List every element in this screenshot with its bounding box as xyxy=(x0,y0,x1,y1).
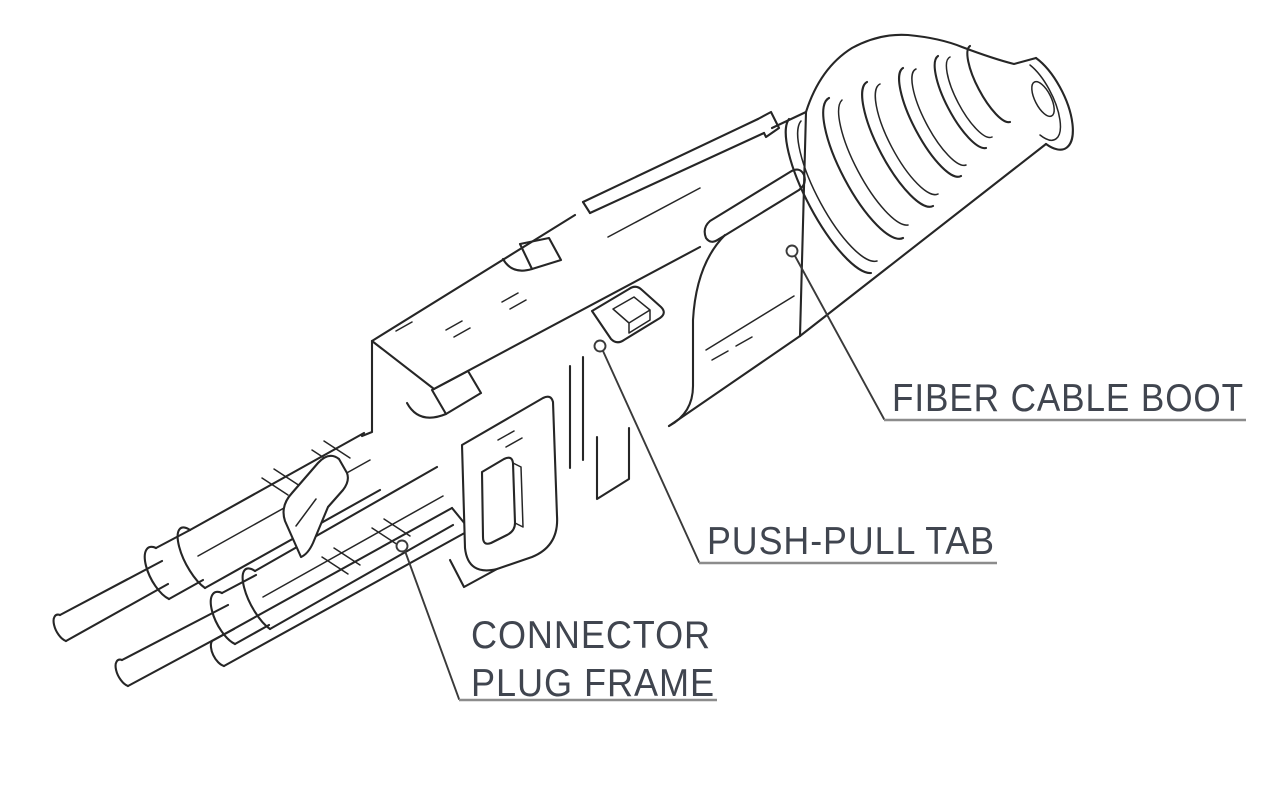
leader-line xyxy=(794,255,885,420)
ferrule-left-collar xyxy=(143,545,171,601)
shell-bottom-edge xyxy=(667,334,802,428)
boot-rib xyxy=(945,56,993,139)
frame-window-slot xyxy=(480,456,517,545)
frame-clip-front-spring xyxy=(405,401,448,419)
hatch-marks xyxy=(711,336,753,361)
boot-rib xyxy=(933,54,988,150)
frame-bottom-join xyxy=(448,558,499,589)
plug-body-lower-crease xyxy=(262,495,444,598)
plug-body-lower xyxy=(241,567,272,631)
ferrules xyxy=(52,528,271,688)
frame-right-top-edge xyxy=(432,245,702,391)
latch-strap xyxy=(261,468,301,496)
frame-foot xyxy=(595,426,631,501)
tab-arm-top-edge xyxy=(581,117,760,204)
lc-plug-bodies xyxy=(176,431,472,668)
frame-front-top-edge xyxy=(370,339,436,391)
leader-anchor-dot xyxy=(593,339,607,353)
ferrule-right-tip xyxy=(114,658,130,688)
plug-body-upper xyxy=(176,526,207,590)
boot-rib xyxy=(822,96,905,240)
leader-line xyxy=(602,350,700,563)
plug-body-lower xyxy=(253,465,439,573)
boot-rib xyxy=(784,117,873,275)
trigger-arm-crease xyxy=(295,498,317,527)
frame-front-edge xyxy=(360,339,374,438)
label-connector-plug-frame-line2: PLUG FRAME xyxy=(471,662,715,705)
boot-cable-hole xyxy=(1031,80,1055,118)
label-push-pull-tab: PUSH-PULL TAB xyxy=(707,520,995,563)
tab-hook xyxy=(756,110,781,139)
bottom-plate xyxy=(209,639,226,668)
leader-anchor-dot xyxy=(395,539,409,553)
tab-band-line xyxy=(607,187,701,238)
label-fiber-cable-boot: FIBER CABLE BOOT xyxy=(892,377,1244,420)
tab-arm-lower-edge xyxy=(588,131,766,215)
ferrule-right xyxy=(120,603,230,662)
ferrule-right-collar xyxy=(209,590,237,646)
boot-tail-cap-inner xyxy=(1029,64,1062,141)
boot-rib xyxy=(837,99,909,226)
ferrule-left xyxy=(58,559,164,617)
callout-push-pull-tab: PUSH-PULL TAB xyxy=(593,339,997,565)
boot-tail-cap xyxy=(1034,56,1074,151)
plug-frame-housing xyxy=(360,213,702,589)
boot-bottom-edge xyxy=(798,142,1048,338)
tab-hole-cavity xyxy=(612,296,651,334)
frame-step-edges xyxy=(568,355,585,470)
frame-window-depth xyxy=(512,462,524,528)
tab-arm-front xyxy=(581,200,592,215)
fiber-boot xyxy=(784,33,1074,338)
frame-clip-rear-spring xyxy=(501,257,534,272)
leader-line xyxy=(404,550,460,700)
boot-rib xyxy=(911,68,967,167)
boot-rib xyxy=(874,83,939,196)
frame-clip-rear xyxy=(518,236,563,271)
boot-rib xyxy=(796,120,878,263)
hatch-marks xyxy=(395,292,527,448)
callout-connector-plug-frame: CONNECTOR PLUG FRAME xyxy=(395,539,717,705)
ferrule-right-collar xyxy=(233,623,271,646)
boot-top-edge xyxy=(804,33,1038,114)
rear-shell xyxy=(667,110,808,428)
bottom-plate xyxy=(210,506,454,643)
shell-crease xyxy=(705,295,795,351)
push-pull-tab-part xyxy=(581,110,806,344)
ferrule-left-collar xyxy=(154,528,192,550)
shell-front-edge xyxy=(667,233,727,428)
ferrule-left xyxy=(64,582,170,643)
tab-hole xyxy=(590,285,665,344)
plug-body-upper xyxy=(188,431,366,532)
ferrule-left-collar xyxy=(167,578,205,601)
callout-fiber-cable-boot: FIBER CABLE BOOT xyxy=(785,244,1246,422)
boot-rib xyxy=(966,44,1012,124)
ferrule-right-collar xyxy=(220,573,258,595)
boot-rib xyxy=(861,80,935,208)
trigger-arm xyxy=(282,454,349,559)
boot-front-edge xyxy=(798,110,808,338)
frame-top-edge xyxy=(370,213,577,343)
label-connector-plug-frame-line1: CONNECTOR xyxy=(471,614,711,657)
leader-anchor-dot xyxy=(785,244,799,258)
ferrule-left-tip xyxy=(52,613,68,643)
tab-rear-loop xyxy=(703,168,806,243)
plug-body-lower xyxy=(268,523,455,631)
bottom-plate xyxy=(222,528,472,668)
frame-clip-front xyxy=(430,369,483,416)
latch-trigger xyxy=(282,454,349,559)
boot-rib xyxy=(898,66,963,178)
